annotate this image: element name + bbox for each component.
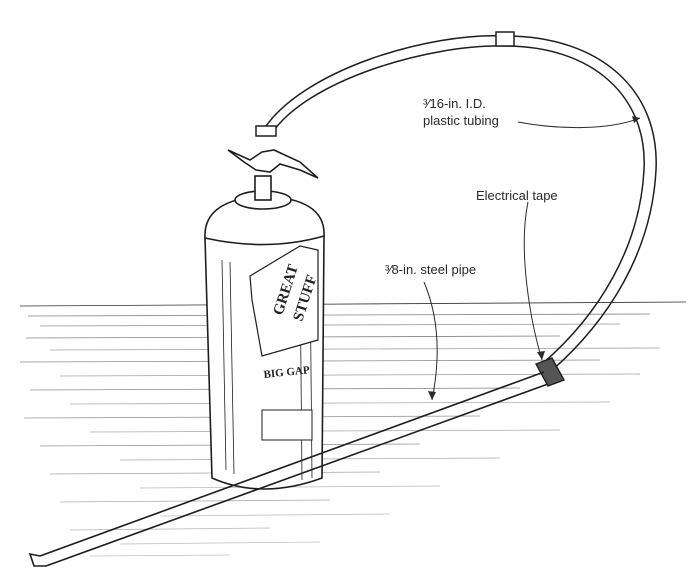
pipe-leader xyxy=(423,281,438,401)
can-sticker xyxy=(261,409,313,441)
can-valve xyxy=(254,175,272,201)
can-shoulder xyxy=(204,195,325,246)
tubing-label-line1: ³⁄16-in. I.D. xyxy=(423,96,486,111)
table-surface xyxy=(19,301,687,557)
electrical-tape xyxy=(534,357,566,387)
plastic-tubing xyxy=(255,31,657,373)
trigger-handle xyxy=(227,149,319,179)
spray-can: GREAT STUFF BIG GAP xyxy=(204,149,325,490)
tubing-coupler xyxy=(495,31,515,47)
tape-leader xyxy=(523,201,543,361)
steel-pipe xyxy=(28,371,549,567)
tubing-can-joint xyxy=(255,125,277,137)
can-product-name: BIG GAP xyxy=(263,364,310,381)
leader-arrowheads xyxy=(428,116,640,400)
can-label-panel xyxy=(249,245,319,357)
leader-lines xyxy=(423,117,641,401)
tubing-label-line2: plastic tubing xyxy=(423,113,499,128)
tape-label: Electrical tape xyxy=(476,188,558,203)
tubing-leader xyxy=(517,117,641,129)
pipe-label: ³⁄8-in. steel pipe xyxy=(385,262,477,277)
